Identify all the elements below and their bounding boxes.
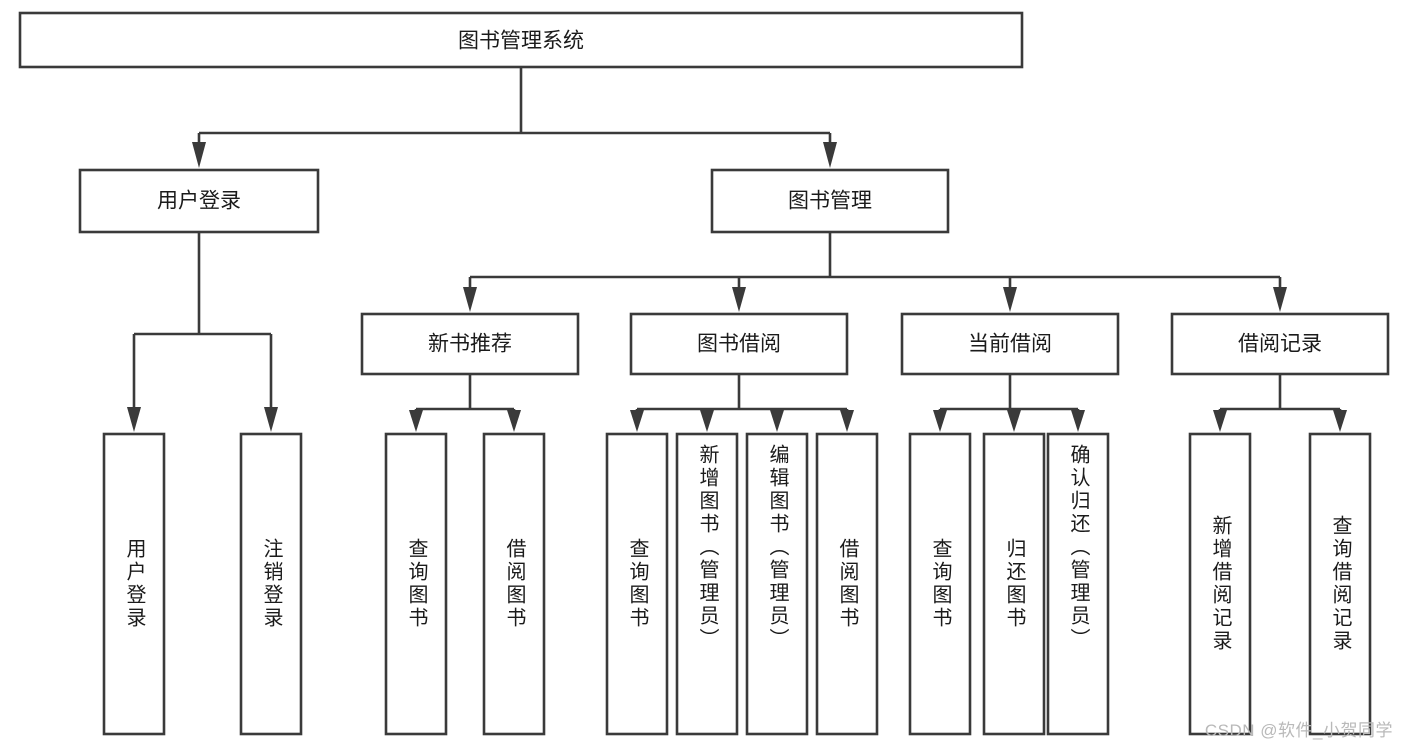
node-user-login-label: 用户登录 [157, 190, 241, 213]
arrowhead-br-query-record [1333, 410, 1347, 432]
arrowhead-bb-borrow-book [840, 410, 854, 432]
leaf-box-bb-borrow-book[interactable] [815, 432, 879, 736]
arrowhead-cb-query-book [933, 410, 947, 432]
node-book-manage-label: 图书管理 [788, 190, 872, 213]
leaf-box-cb-confirm[interactable] [1046, 432, 1110, 736]
node-new-book-rec-box[interactable] [360, 312, 580, 376]
leaf-box-br-query-record[interactable] [1308, 432, 1372, 736]
leaf-box-bb-add-book[interactable] [675, 432, 739, 736]
node-user-login-box[interactable] [78, 168, 320, 234]
node-new-book-rec[interactable]: 新书推荐 [360, 312, 580, 376]
leaf-box-bb-edit-book[interactable] [745, 432, 809, 736]
leaf-box-nbr-borrow-book[interactable] [482, 432, 546, 736]
arrowhead-cb-confirm-return [1071, 410, 1085, 432]
node-book-manage-box[interactable] [710, 168, 950, 234]
node-book-borrow[interactable]: 图书借阅 [629, 312, 849, 376]
arrowhead-book-manage [823, 142, 837, 168]
node-borrow-record[interactable]: 借阅记录 [1170, 312, 1390, 376]
node-book-borrow-box[interactable] [629, 312, 849, 376]
edge-group-borrow-record [1213, 374, 1347, 432]
arrowhead-current-borrow [1003, 287, 1017, 312]
node-book-borrow-label: 图书借阅 [697, 333, 781, 356]
leaf-box-br-add-record[interactable] [1188, 432, 1252, 736]
arrowhead-user-login [192, 142, 206, 168]
arrowhead-leaf-user-login [127, 407, 141, 432]
node-current-borrow[interactable]: 当前借阅 [900, 312, 1120, 376]
arrowhead-bb-add-book [700, 410, 714, 432]
arrowhead-nbr-query-book [409, 410, 423, 432]
leaf-box-cb-return-book[interactable] [982, 432, 1046, 736]
leaf-box-nbr-query-book[interactable] [384, 432, 448, 736]
edge-group-root [192, 67, 837, 168]
node-borrow-record-label: 借阅记录 [1238, 333, 1322, 356]
edge-group-user-login [127, 232, 278, 432]
watermark-text: CSDN @软件_小贺同学 [1204, 721, 1393, 740]
node-root-label: 图书管理系统 [458, 30, 584, 53]
node-borrow-record-box[interactable] [1170, 312, 1390, 376]
node-user-login[interactable]: 用户登录 [78, 168, 320, 234]
arrowhead-borrow-record [1273, 287, 1287, 312]
arrowhead-bb-edit-book [770, 410, 784, 432]
leaf-box-logout[interactable] [239, 432, 303, 736]
arrowhead-bb-query-book [630, 410, 644, 432]
edge-group-new-book-rec [409, 374, 521, 432]
leaf-box-group [102, 432, 1372, 736]
arrowhead-leaf-logout [264, 407, 278, 432]
edge-group-book-manage [463, 232, 1287, 312]
arrowhead-br-add-record [1213, 410, 1227, 432]
arrowhead-book-borrow [732, 287, 746, 312]
arrowhead-nbr-borrow-book [507, 410, 521, 432]
edge-group-current-borrow [933, 374, 1085, 432]
node-root[interactable]: 图书管理系统 [18, 11, 1024, 69]
leaf-box-bb-query-book[interactable] [605, 432, 669, 736]
arrowhead-cb-return-book [1007, 410, 1021, 432]
leaf-box-user-login[interactable] [102, 432, 166, 736]
node-book-manage[interactable]: 图书管理 [710, 168, 950, 234]
node-root-box[interactable] [18, 11, 1024, 69]
arrowhead-new-book-rec [463, 287, 477, 312]
node-current-borrow-box[interactable] [900, 312, 1120, 376]
node-new-book-rec-label: 新书推荐 [428, 333, 512, 356]
edge-group-book-borrow [630, 374, 854, 432]
node-current-borrow-label: 当前借阅 [968, 333, 1052, 356]
leaf-box-cb-query-book[interactable] [908, 432, 972, 736]
